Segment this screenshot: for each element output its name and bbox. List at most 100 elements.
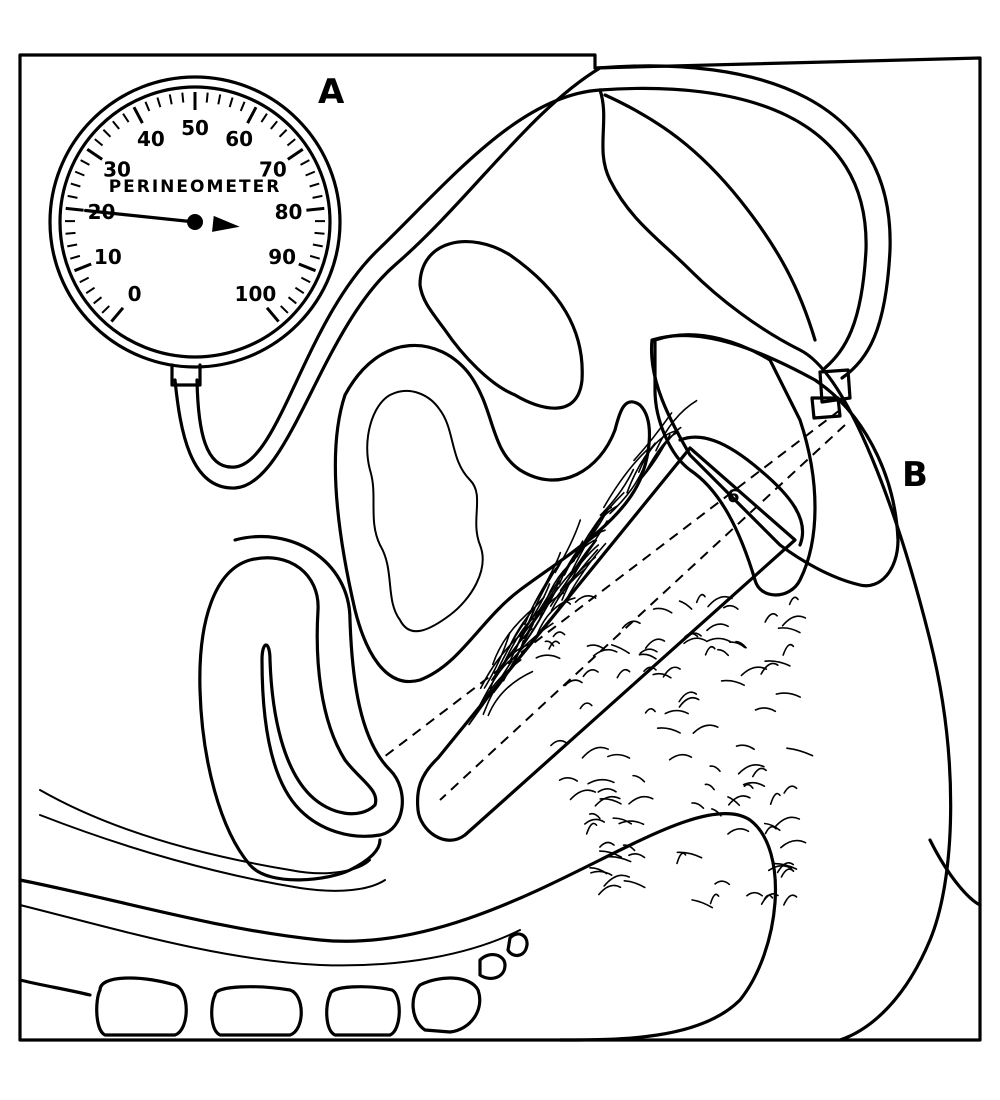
muscle-fiber <box>523 567 557 626</box>
muscle-fiber <box>644 638 666 649</box>
gauge-title: PERINEOMETER <box>109 177 282 197</box>
thigh-fold-2 <box>39 814 386 892</box>
muscle-fiber <box>584 818 606 825</box>
muscle-fiber <box>626 442 656 494</box>
gauge-number: 90 <box>268 245 296 269</box>
anatomy-outlines <box>18 88 982 1042</box>
muscle-fiber <box>664 709 689 715</box>
uterus-outline <box>418 240 584 410</box>
muscle-fiber <box>483 632 511 689</box>
muscle-fiber <box>773 816 801 829</box>
pressure-tube <box>173 64 892 490</box>
label-a: A <box>318 72 345 112</box>
gauge-needle <box>84 208 197 224</box>
gauge-tick <box>312 243 323 248</box>
probe-pressure-line-2 <box>439 424 846 801</box>
muscle-fiber <box>522 586 559 646</box>
thigh-fold-1 <box>39 789 371 875</box>
gauge-tick <box>309 254 320 260</box>
muscle-fiber <box>598 884 622 896</box>
muscle-fiber <box>776 862 795 874</box>
muscle-fiber <box>771 862 798 870</box>
gauge-tick <box>73 262 92 273</box>
muscle-fiber <box>632 774 646 783</box>
gauge-tick <box>265 306 280 323</box>
figure-frame <box>18 53 982 1042</box>
muscle-fiber <box>780 868 795 878</box>
gauge-number: 30 <box>103 157 131 181</box>
gauge-tick <box>280 305 289 314</box>
muscle-fiber <box>623 880 646 889</box>
muscle-fiber <box>529 558 564 620</box>
gauge-number: 10 <box>94 245 122 269</box>
muscle-fiber <box>760 662 779 675</box>
gauge-tick <box>217 94 222 105</box>
muscle-fiber <box>737 764 765 775</box>
gauge-tick <box>228 97 234 108</box>
muscle-fiber <box>656 727 681 734</box>
gauge-tick <box>286 138 296 147</box>
muscle-fiber <box>609 468 644 515</box>
gauge-tick <box>306 206 325 212</box>
probe-shaft <box>415 446 797 842</box>
muscle-fiber <box>644 708 656 714</box>
gauge-tick <box>93 296 103 305</box>
muscle-fiber <box>764 660 791 667</box>
pubic-bone <box>198 534 404 882</box>
gauge-tick <box>144 101 151 112</box>
muscle-fiber <box>620 449 650 509</box>
spine-inner-contour <box>603 93 817 342</box>
probe-collar <box>678 435 805 547</box>
muscle-fiber <box>764 613 778 623</box>
gauge-number: 70 <box>259 157 287 181</box>
gauge-tick <box>70 182 81 188</box>
gauge-tick <box>312 194 323 199</box>
thigh-fold-3 <box>19 904 521 967</box>
muscle-fiber <box>587 778 615 785</box>
muscle-fiber <box>683 637 707 645</box>
lower-left-edge <box>18 978 92 997</box>
gauge-tick <box>67 243 78 248</box>
gauge-tick <box>287 296 297 305</box>
gauge-tick <box>309 182 320 188</box>
muscle-fiber <box>628 795 654 805</box>
muscle-fiber <box>599 797 622 805</box>
muscle-fiber <box>678 600 693 610</box>
probe-shield <box>649 333 900 588</box>
muscle-fiber <box>786 747 814 757</box>
probe-pressure-line-1 <box>379 409 841 761</box>
muscle-fiber <box>763 822 781 832</box>
muscle-fiber <box>678 697 700 708</box>
muscle-fiber <box>597 788 617 793</box>
muscle-fiber <box>676 852 687 865</box>
muscle-fiber <box>544 640 555 647</box>
gauge-needle-tail <box>212 215 240 232</box>
gauge-tick <box>85 286 96 295</box>
muscle-fiber <box>714 880 731 886</box>
muscle-fiber <box>754 707 777 713</box>
vaginal-probe: 6 <box>379 333 900 842</box>
muscle-fiber <box>578 520 608 565</box>
muscle-fiber <box>616 668 631 679</box>
muscle-fiber <box>729 641 746 649</box>
coccyx-segments <box>95 932 529 1037</box>
gauge-number: 40 <box>137 127 165 151</box>
muscle-fiber <box>782 643 795 656</box>
muscle-fiber <box>695 593 706 604</box>
muscle-fiber <box>643 666 657 673</box>
muscle-fiber <box>607 753 631 759</box>
gauge-tick <box>65 206 84 212</box>
gauge-tick <box>65 231 76 235</box>
gauge-outer-ring <box>48 75 342 369</box>
gauge-needle-hub <box>187 214 203 230</box>
muscle-fiber <box>552 631 566 638</box>
muscle-fiber <box>628 853 646 859</box>
muscle-fiber <box>717 648 730 657</box>
muscle-fiber <box>571 510 606 571</box>
muscle-fiber <box>743 783 754 790</box>
muscle-fiber <box>603 448 649 509</box>
muscle-fiber <box>590 870 613 876</box>
gauge-tick <box>86 148 103 161</box>
